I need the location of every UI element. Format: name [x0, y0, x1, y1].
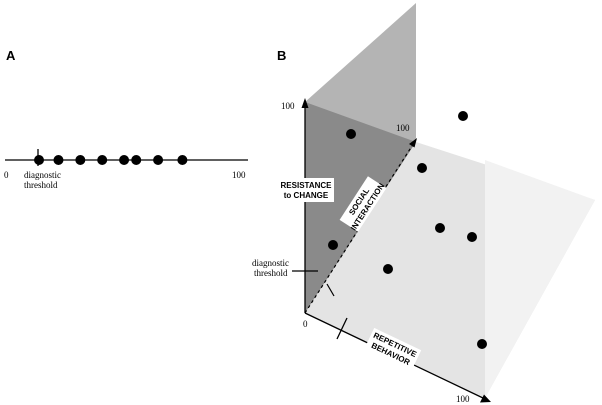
- panel-a-points: [34, 155, 188, 165]
- panel-a-threshold-label-2: threshold: [24, 180, 58, 190]
- panel-a-point: [34, 155, 45, 165]
- horizontal-axis-label-box: [364, 327, 422, 371]
- panel-a-point: [75, 155, 86, 165]
- panel-b-label: B: [277, 48, 286, 63]
- depth-threshold-tick: [326, 283, 335, 297]
- side-wall-plane: [485, 160, 595, 398]
- panel-a-point: [177, 155, 188, 165]
- panel-a-point: [119, 155, 130, 165]
- panel-a-axis-max: 100: [232, 170, 246, 180]
- data-point: [458, 111, 468, 121]
- vertical-axis-label-1: RESISTANCE: [281, 181, 333, 190]
- data-point: [467, 232, 477, 242]
- panel-b: B 0 100 100 100 diagnostic threshold RES…: [252, 3, 595, 404]
- panel-a-axis-min: 0: [4, 170, 9, 180]
- vertical-axis-label-2: to CHANGE: [284, 191, 329, 200]
- horizontal-threshold-tick: [336, 317, 348, 340]
- panel-a-point: [53, 155, 64, 165]
- data-point: [383, 264, 393, 274]
- panel-b-threshold-label-2: threshold: [254, 268, 288, 278]
- panel-a-threshold-label-1: diagnostic: [24, 170, 61, 180]
- depth-axis-max: 100: [396, 123, 410, 133]
- vertical-axis-arrow: [301, 98, 309, 108]
- vertical-axis-max: 100: [281, 101, 295, 111]
- horizontal-axis-max: 100: [456, 394, 470, 404]
- panel-a-point: [153, 155, 164, 165]
- panel-a-point: [97, 155, 108, 165]
- data-point: [435, 223, 445, 233]
- data-point: [346, 129, 356, 139]
- data-point: [328, 240, 338, 250]
- panel-a-point: [131, 155, 142, 165]
- origin-label: 0: [303, 319, 308, 329]
- data-point: [417, 163, 427, 173]
- vertical-axis-label-box: [278, 178, 334, 202]
- panel-a-label: A: [6, 48, 16, 63]
- data-point: [477, 339, 487, 349]
- depth-axis-arrow: [409, 138, 417, 148]
- panel-b-threshold-label-1: diagnostic: [252, 258, 289, 268]
- depth-axis-label-box: [339, 176, 387, 232]
- panel-a: A 0 100 diagnostic threshold: [4, 48, 248, 190]
- horizontal-axis-arrow: [480, 394, 491, 403]
